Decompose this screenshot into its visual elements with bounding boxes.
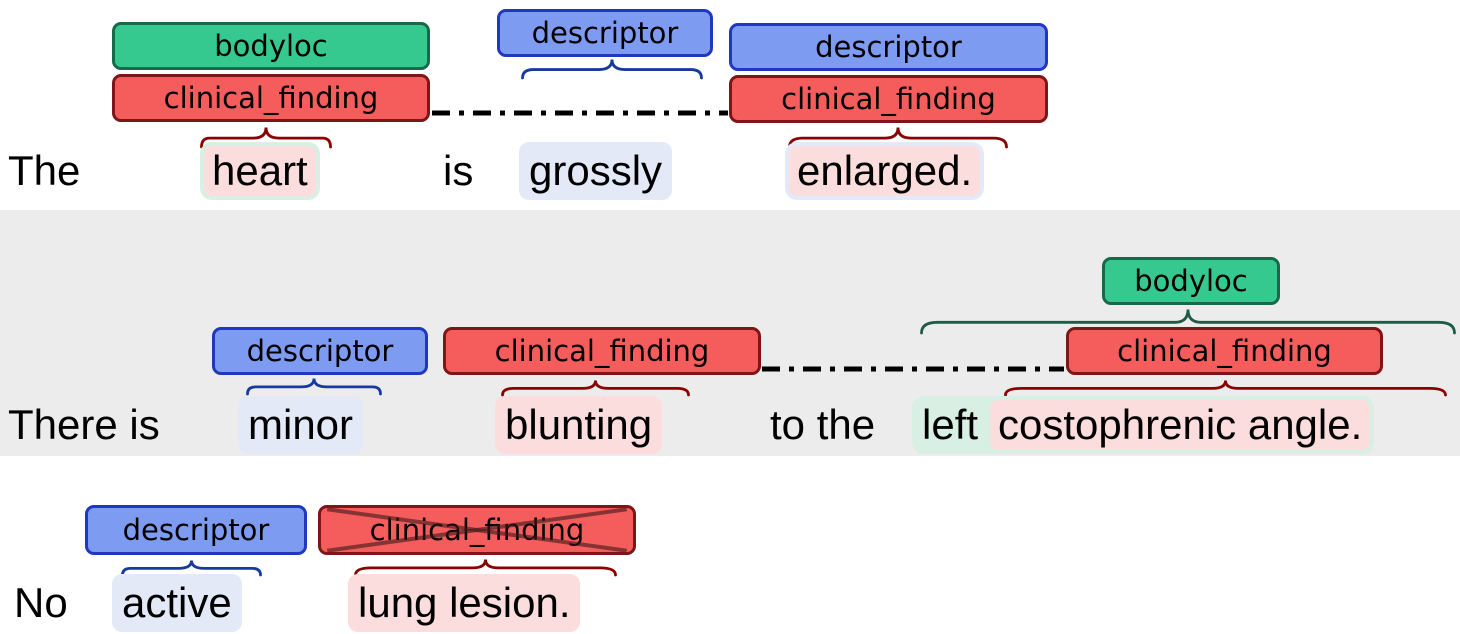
token-lung-lesion: lung lesion. [348, 574, 581, 632]
label-box-bodyloc-left-costophrenic-angle: bodyloc [1102, 257, 1280, 305]
label-box-bodyloc-heart: bodyloc [112, 22, 430, 70]
label-box-clinical-finding-enlarged: clinical_finding [729, 75, 1048, 123]
label-box-descriptor-active: descriptor [85, 505, 307, 555]
token-active: active [112, 574, 242, 632]
label-text-clinical-finding: clinical_finding [494, 333, 710, 368]
label-box-clinical-finding-heart: clinical_finding [112, 74, 430, 122]
token-left-costophrenic-angle-span: left costophrenic angle. [912, 396, 1375, 454]
token-enlarged-span: enlarged. [785, 142, 985, 200]
token-heart: heart [204, 146, 316, 196]
label-text-descriptor: descriptor [246, 333, 394, 368]
label-box-descriptor-enlarged: descriptor [729, 23, 1048, 71]
relation-line-heart-enlarged [432, 110, 728, 116]
token-blunting: blunting [495, 396, 663, 454]
brace-blunting-clinical-finding [501, 380, 690, 397]
brace-heart-clinical-finding [200, 127, 332, 149]
token-to-the: to the [770, 401, 876, 448]
token-heart-span: heart [200, 142, 320, 200]
token-the: The [8, 147, 81, 194]
brace-grossly-descriptor [521, 59, 703, 80]
label-box-clinical-finding-lung-lesion-negated: clinical_finding [318, 505, 636, 555]
token-no: No [14, 579, 68, 626]
token-costophrenic-angle: costophrenic angle. [990, 400, 1371, 450]
label-box-descriptor-minor: descriptor [212, 327, 428, 375]
brace-costophrenic-angle-clinical-finding [1004, 380, 1447, 397]
token-there-is: There is [8, 401, 160, 448]
token-minor: minor [238, 396, 364, 454]
brace-minor-descriptor [246, 378, 382, 396]
brace-lung-lesion-clinical-finding [354, 559, 617, 577]
brace-bodyloc-left-costophrenic-angle [920, 309, 1456, 335]
label-text-bodyloc: bodyloc [1134, 263, 1248, 298]
label-text-descriptor: descriptor [531, 15, 679, 50]
token-grossly: grossly [519, 142, 673, 200]
negation-cross-icon [321, 508, 633, 552]
label-text-clinical-finding: clinical_finding [163, 80, 379, 115]
brace-enlarged-clinical-finding [788, 127, 1008, 149]
label-box-descriptor-grossly: descriptor [497, 9, 713, 57]
label-text-descriptor: descriptor [122, 512, 270, 547]
label-text-descriptor: descriptor [815, 29, 962, 64]
label-text-clinical-finding: clinical_finding [1117, 333, 1332, 368]
label-box-clinical-finding-costophrenic-angle: clinical_finding [1066, 327, 1383, 375]
label-text-clinical-finding: clinical_finding [781, 81, 996, 116]
token-is: is [443, 147, 474, 194]
label-box-clinical-finding-blunting: clinical_finding [443, 327, 761, 375]
token-left: left [922, 401, 979, 448]
label-text-bodyloc: bodyloc [214, 28, 328, 63]
brace-active-descriptor [121, 560, 262, 577]
token-enlarged: enlarged. [789, 146, 981, 196]
relation-line-blunting-costophrenic [762, 366, 1064, 372]
